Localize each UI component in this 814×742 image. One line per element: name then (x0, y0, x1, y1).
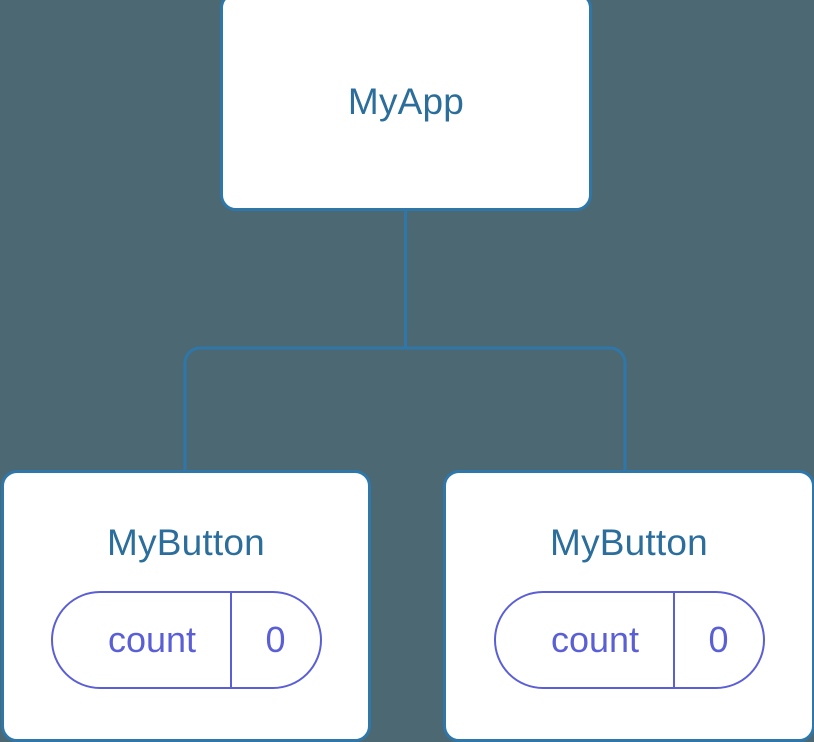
state-value-left: 0 (229, 593, 320, 687)
state-key-left: count (107, 619, 197, 660)
node-myapp[interactable]: MyApp (220, 0, 592, 211)
node-mybutton-right[interactable]: MyButton count 0 (443, 470, 814, 742)
node-mybutton-left[interactable]: MyButton count 0 (1, 470, 371, 742)
state-pill-left[interactable]: count 0 (50, 591, 322, 689)
state-key-right: count (550, 619, 640, 660)
node-mybutton-right-title: MyButton (550, 522, 708, 563)
node-mybutton-left-title: MyButton (107, 522, 265, 563)
node-myapp-title: MyApp (347, 81, 465, 122)
state-pill-right[interactable]: count 0 (493, 591, 765, 689)
state-value-right: 0 (672, 593, 763, 687)
edge-to-right-child (405, 346, 627, 470)
edge-to-left-child (183, 346, 406, 470)
